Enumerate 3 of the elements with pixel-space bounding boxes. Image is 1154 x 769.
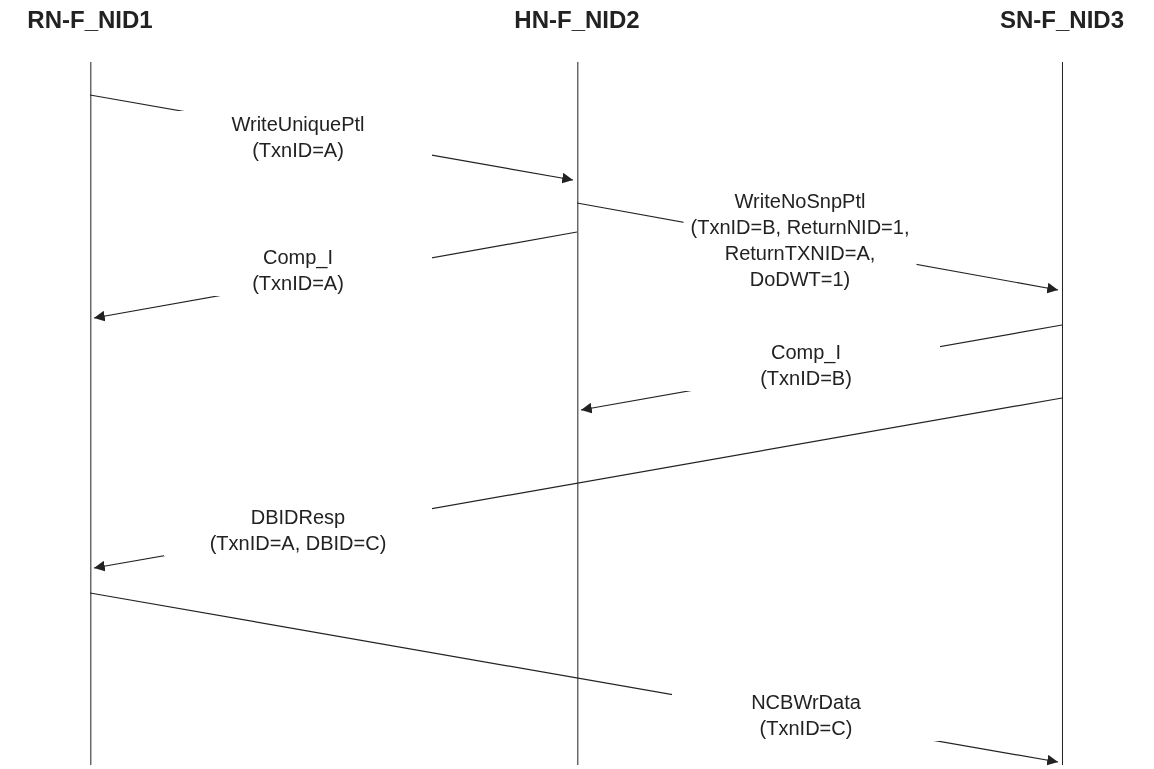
participant-label: RN-F_NID1 xyxy=(27,6,153,34)
participant-label: SN-F_NID3 xyxy=(1000,6,1124,34)
participant-label: HN-F_NID2 xyxy=(514,6,640,34)
